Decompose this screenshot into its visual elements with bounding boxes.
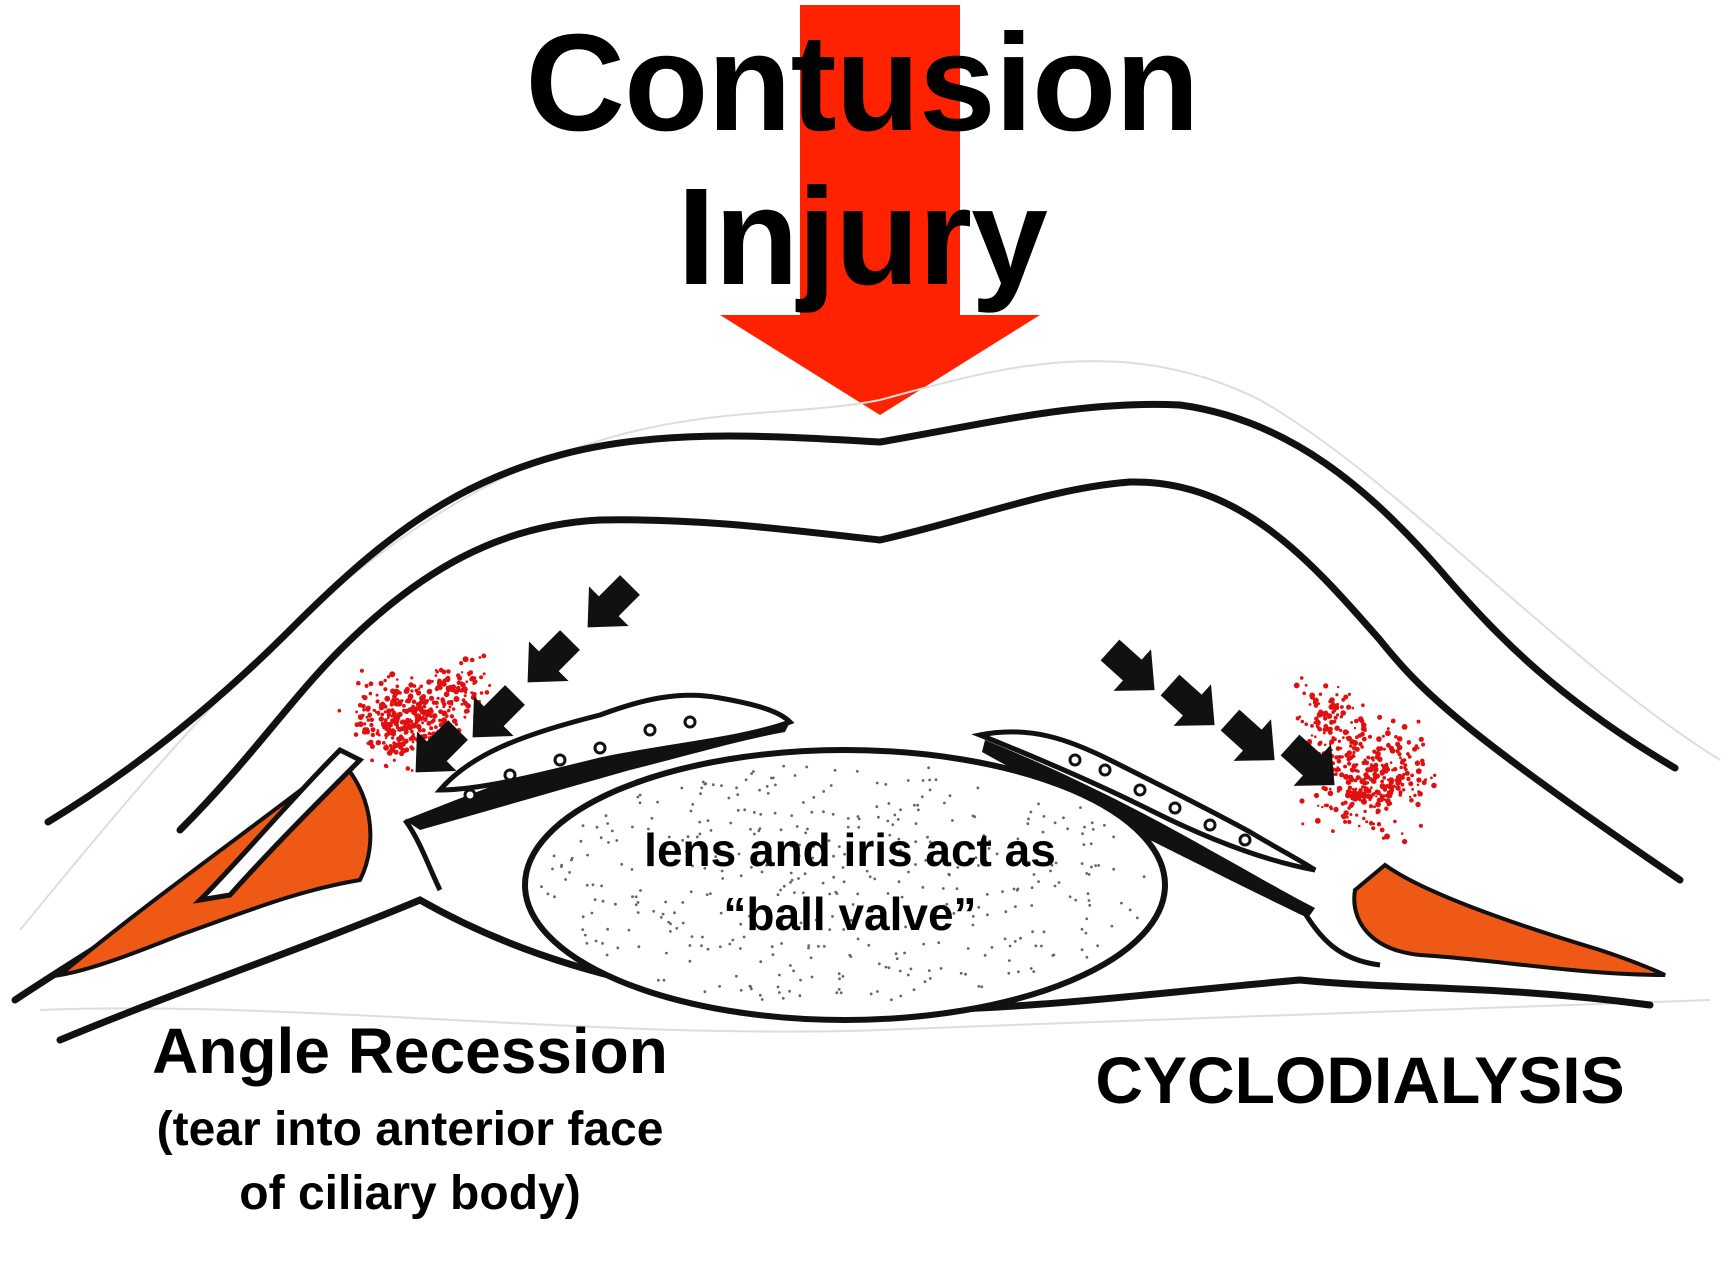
force-arrows-right [1100, 639, 1335, 786]
ciliary-body-right [1297, 862, 1666, 977]
title-line-2: Injury [677, 160, 1048, 314]
hemorrhage-right [1293, 676, 1437, 845]
impact-arrow [720, 5, 1040, 415]
lens-label-line-1: lens and iris act as [644, 824, 1056, 876]
hemorrhage-left [337, 653, 492, 772]
cyclodialysis-label: CYCLODIALYSIS [1095, 1043, 1625, 1117]
angle-recession-subtitle-2: of ciliary body) [239, 1167, 581, 1220]
iris-left [402, 692, 795, 892]
force-arrows-left [415, 575, 640, 773]
cornea [44, 400, 1684, 884]
iris-pigment-dots [463, 715, 1252, 847]
title-line-1: Contusion [525, 6, 1199, 160]
angle-recession-title: Angle Recession [152, 1015, 668, 1087]
angle-recession-subtitle-1: (tear into anterior face [156, 1103, 664, 1156]
lens [522, 747, 1168, 1023]
ciliary-body-left [53, 746, 373, 979]
lens-label-line-2: “ball valve” [723, 888, 977, 940]
